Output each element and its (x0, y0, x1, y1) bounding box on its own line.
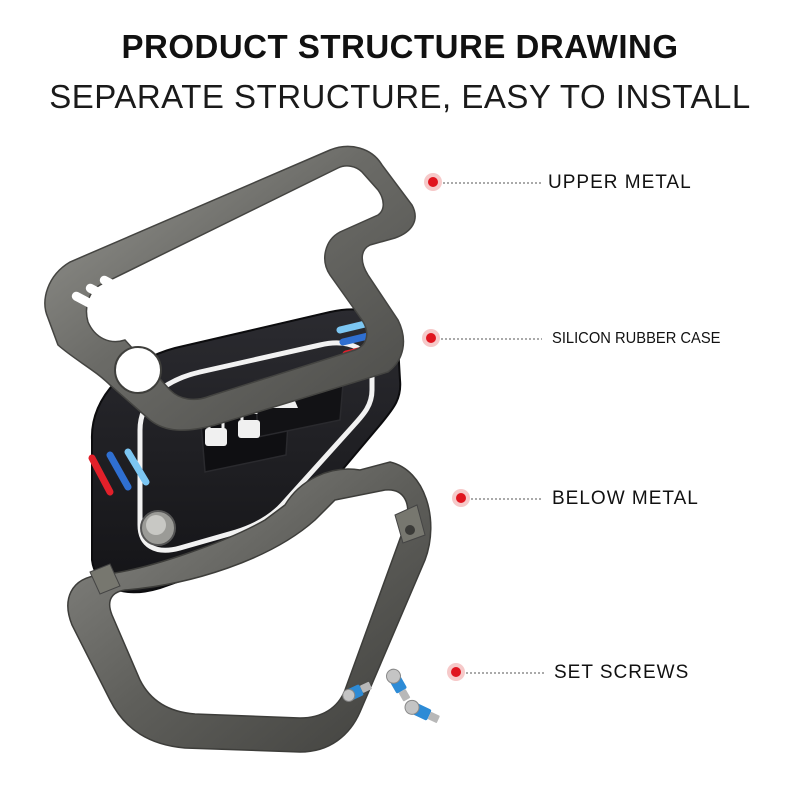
page-subtitle: SEPARATE STRUCTURE, EASY TO INSTALL (49, 78, 751, 115)
label-upper-metal: UPPER METAL (548, 172, 692, 193)
label-below-metal: BELOW METAL (552, 488, 699, 509)
upper-frame-vent-slots (71, 275, 140, 318)
frame-screw-tab-right (394, 504, 426, 544)
key-release-button (140, 510, 176, 546)
screw-1 (342, 681, 372, 702)
label-set-screws: SET SCREWS (554, 662, 690, 683)
screw-2 (386, 668, 411, 702)
screw-3 (404, 699, 440, 723)
m-color-stripes-bottom (88, 448, 150, 496)
upper-metal-frame (44, 145, 416, 431)
label-silicon-rubber-case: SILICON RUBBER CASE (552, 330, 721, 347)
page-title: PRODUCT STRUCTURE DRAWING (121, 28, 679, 65)
frame-screw-tab-left (89, 563, 121, 595)
below-metal-frame (67, 461, 432, 753)
upper-frame-ring-hole (114, 346, 162, 394)
set-screws (342, 668, 440, 723)
